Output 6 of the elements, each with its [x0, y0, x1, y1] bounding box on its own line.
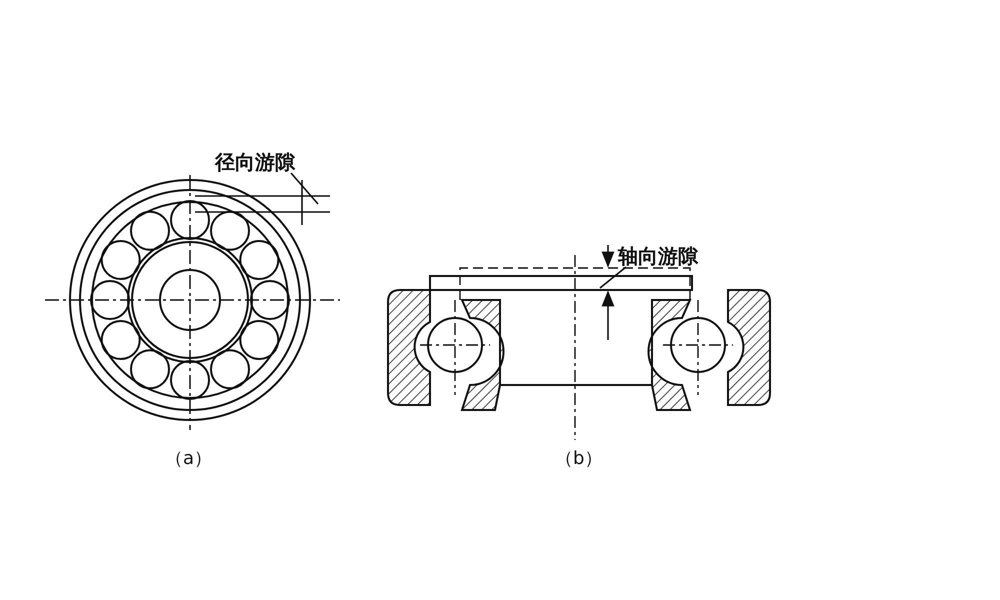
- clearance-label: 径向游隙: [215, 152, 295, 172]
- clearance-label: 轴向游隙: [618, 246, 698, 266]
- figure-label: （b）: [555, 450, 602, 468]
- leader-line: [290, 172, 319, 205]
- figure-label: （a）: [165, 450, 212, 468]
- leader-line: [600, 266, 626, 289]
